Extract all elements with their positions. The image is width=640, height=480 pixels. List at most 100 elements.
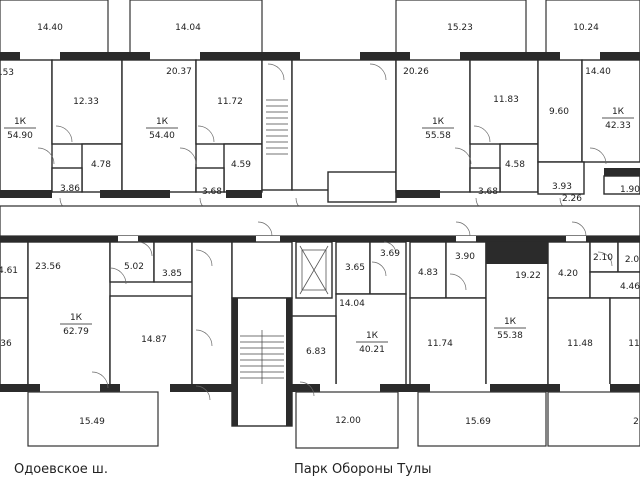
- unit-label-u7: 1К 55.38: [494, 317, 526, 341]
- area-label-q21: 4.46: [620, 282, 640, 292]
- area-label-q1: 4.61: [0, 266, 18, 276]
- unit-area: 55.58: [425, 131, 451, 141]
- area-label-q22: 11.48: [567, 339, 593, 349]
- area-label-q24: 2: [633, 417, 639, 427]
- area-label-r16: 1.90: [620, 185, 640, 195]
- area-label-r10: 11.83: [493, 95, 519, 105]
- area-label-r9: 20.26: [403, 67, 429, 77]
- area-label-r12: 3.68: [478, 187, 498, 197]
- unit-label-u1: 1К 54.90: [4, 117, 36, 141]
- utility-top: [327, 171, 397, 203]
- area-label-q8: 3.65: [345, 263, 365, 273]
- unit-area: 40.21: [359, 345, 385, 355]
- unit-type: 1К: [504, 317, 517, 327]
- area-label-b4: 10.24: [573, 23, 599, 33]
- area-label-q16: 11.74: [427, 339, 453, 349]
- room-r7: [223, 143, 263, 193]
- area-label-q15: 19.22: [515, 271, 541, 281]
- bottom-section: [0, 221, 640, 449]
- room-q6: [109, 295, 193, 387]
- room-q3: [109, 241, 155, 283]
- stair-steps-bottom: [240, 330, 284, 384]
- unit-area: 54.40: [149, 131, 175, 141]
- top-section: [0, 0, 640, 213]
- room-q5: [0, 297, 29, 387]
- room-r10: [469, 59, 539, 145]
- room-r11: [499, 143, 539, 193]
- balcony-b1: [0, 0, 109, 55]
- unit-label-u6: 1К 40.21: [356, 331, 388, 355]
- room-r1: [0, 59, 53, 193]
- street-label-left: Одоевское ш.: [14, 462, 108, 477]
- area-label-r7: 4.59: [231, 160, 251, 170]
- unit-type: 1К: [366, 331, 379, 341]
- area-label-q19: 2.10: [593, 253, 613, 263]
- corridor-wall-bottom: [0, 236, 640, 242]
- room-q15: [485, 241, 549, 387]
- unit-type: 1К: [432, 117, 445, 127]
- area-label-r13: 9.60: [549, 107, 569, 117]
- unit-area: 62.79: [63, 327, 89, 337]
- area-label-r4: 3.86: [60, 184, 80, 194]
- area-label-q9: 3.69: [380, 249, 400, 259]
- area-label-r14: 14.40: [585, 67, 611, 77]
- area-label-q18: 4.20: [558, 269, 578, 279]
- area-label-b3: 15.23: [447, 23, 473, 33]
- balcony-q7: [27, 391, 159, 447]
- area-label-r5: 20.37: [166, 67, 192, 77]
- area-label-q13: 4.83: [418, 268, 438, 278]
- balcony-q17: [417, 391, 547, 447]
- balcony-b3: [395, 0, 527, 55]
- area-label-q11: 6.83: [306, 347, 326, 357]
- area-label-q14: 3.90: [455, 252, 475, 262]
- unit-area: 55.38: [497, 331, 523, 341]
- area-label-q7: 15.49: [79, 417, 105, 427]
- unit-label-u4: 1К 42.33: [602, 107, 634, 131]
- balcony-b4: [545, 0, 640, 55]
- area-label-q2: 23.56: [35, 262, 61, 272]
- room-r15: [537, 161, 585, 195]
- balcony-b2: [129, 0, 263, 55]
- area-label-r6: 11.72: [217, 97, 243, 107]
- area-label-b2: 14.04: [175, 23, 201, 33]
- unit-area: 42.33: [605, 121, 631, 131]
- corridor: [0, 205, 640, 237]
- area-label-q17: 15.69: [465, 417, 491, 427]
- room-q18: [547, 241, 591, 299]
- area-label-r11: 4.58: [505, 160, 525, 170]
- area-label-r8: 3.68: [202, 187, 222, 197]
- unit-type: 1К: [612, 107, 625, 117]
- area-label-q12: 12.00: [335, 416, 361, 426]
- area-label-q4: 3.85: [162, 269, 182, 279]
- area-label-r17: 2.26: [562, 194, 582, 204]
- room-q16: [409, 297, 487, 387]
- room-r4: [51, 167, 83, 193]
- room-r8: [195, 167, 225, 193]
- area-label-r2: 12.33: [73, 97, 99, 107]
- room-r14: [581, 59, 640, 163]
- area-label-r1: 4.53: [0, 68, 14, 78]
- unit-type: 1К: [70, 313, 83, 323]
- room-area-labels: 14.40 14.04 15.23 10.24 4.53 12.33 4.78 …: [0, 23, 640, 477]
- room-r6: [195, 59, 263, 145]
- area-label-q20: 2.0: [625, 255, 640, 265]
- balcony-q12: [295, 391, 399, 449]
- unit-label-u3: 1К 55.58: [422, 117, 454, 141]
- balcony-q24: [547, 391, 640, 447]
- area-label-q23: 11: [628, 339, 639, 349]
- stair-top: [261, 59, 293, 191]
- stair-steps-top: [266, 99, 288, 155]
- area-label-b1: 14.40: [37, 23, 63, 33]
- area-label-r15: 3.93: [552, 182, 572, 192]
- area-label-q6: 14.87: [141, 335, 167, 345]
- room-r2: [51, 59, 123, 145]
- hall-top: [291, 59, 397, 191]
- street-label-right: Парк Обороны Тулы: [294, 462, 432, 477]
- vestibule-bottom: [231, 241, 293, 299]
- area-label-q3: 5.02: [124, 262, 144, 272]
- room-r9: [395, 59, 471, 193]
- room-q2: [27, 241, 111, 387]
- area-label-q5: 36: [0, 339, 12, 349]
- unit-label-u2: 1К 54.40: [146, 117, 178, 141]
